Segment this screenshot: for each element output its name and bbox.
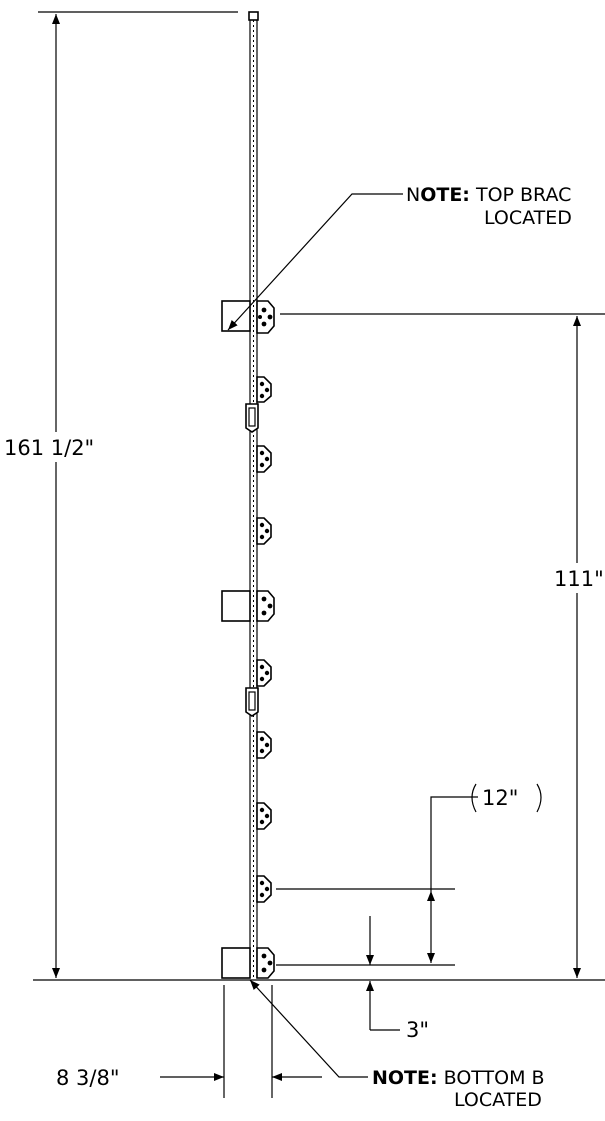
middle-bracket-block	[221, 590, 251, 622]
bottom-note-line1: NOTE: BOTTOM B	[372, 1067, 545, 1089]
bracket-spacing-label: 12"	[482, 786, 518, 810]
bottom-bracket	[221, 947, 275, 979]
post-cap	[248, 11, 259, 21]
bottom-note-leader	[249, 979, 368, 1078]
bottom-offset-label: 3"	[406, 1018, 429, 1042]
plate-2	[245, 376, 272, 433]
plate-7	[256, 731, 272, 759]
post	[248, 11, 259, 978]
plate-4	[256, 517, 272, 545]
bottom-note-line2: LOCATED	[454, 1089, 542, 1111]
top-note-line1: NOTE: TOP BRAC	[406, 184, 571, 206]
bracket-span-label: 111"	[554, 567, 604, 591]
top-bracket-block	[221, 300, 251, 332]
plate-3	[256, 445, 272, 473]
top-bracket	[221, 300, 275, 334]
plate-6	[245, 659, 272, 717]
top-note-line2: LOCATED	[484, 207, 572, 229]
paren-left	[471, 783, 477, 813]
overall-height-label-bg	[0, 432, 112, 462]
bracket-spacing-leader	[430, 796, 478, 891]
top-bolt-plate	[256, 300, 275, 334]
plate-8	[256, 802, 272, 830]
overall-height-label: 161 1/2"	[4, 436, 94, 460]
width-label: 8 3/8"	[56, 1066, 120, 1090]
paren-right	[536, 783, 542, 813]
top-note-leader	[227, 193, 403, 331]
bottom-bracket-block	[221, 947, 251, 979]
plate-9	[256, 875, 272, 903]
bracket-span-label-bg	[551, 563, 605, 593]
middle-bracket	[221, 590, 275, 622]
